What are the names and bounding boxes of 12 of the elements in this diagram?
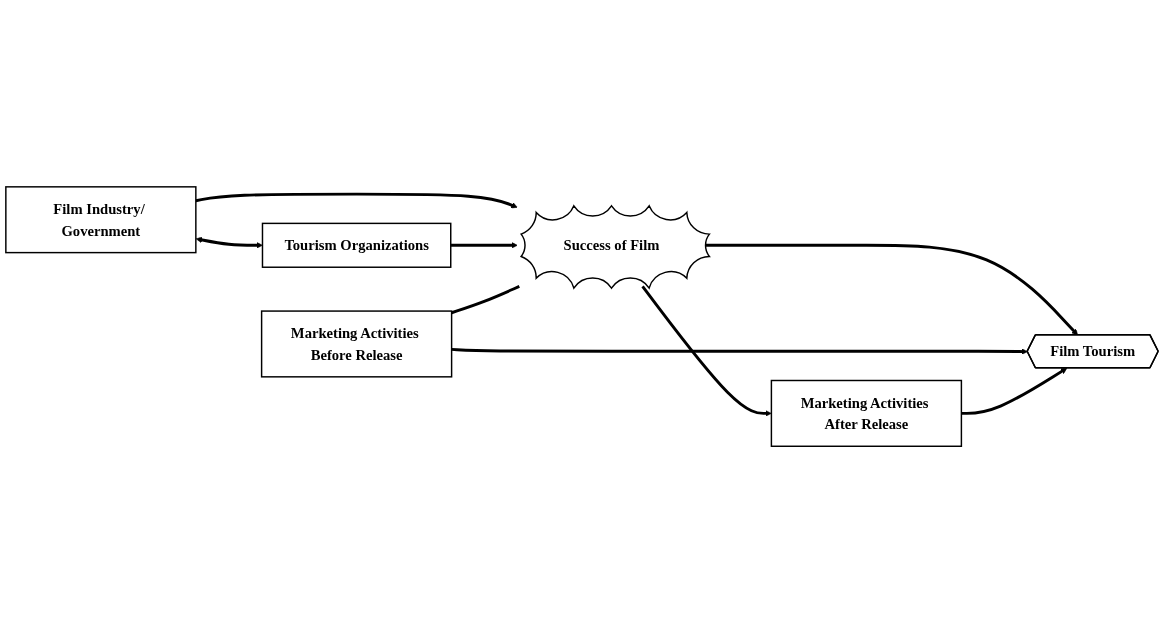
arrow — [195, 236, 263, 249]
node-box: Film Industry/ Government — [5, 186, 197, 254]
arrow — [705, 243, 1079, 336]
node-box: Marketing Activities After Release — [770, 379, 963, 447]
arrow — [450, 242, 518, 249]
arrow — [195, 192, 518, 209]
arrow — [641, 285, 772, 417]
connector — [451, 285, 520, 315]
arrow — [961, 367, 1068, 415]
node-box: Tourism Organizations — [261, 222, 452, 268]
arrow — [451, 347, 1028, 355]
node-box: Marketing Activities Before Release — [260, 310, 453, 378]
